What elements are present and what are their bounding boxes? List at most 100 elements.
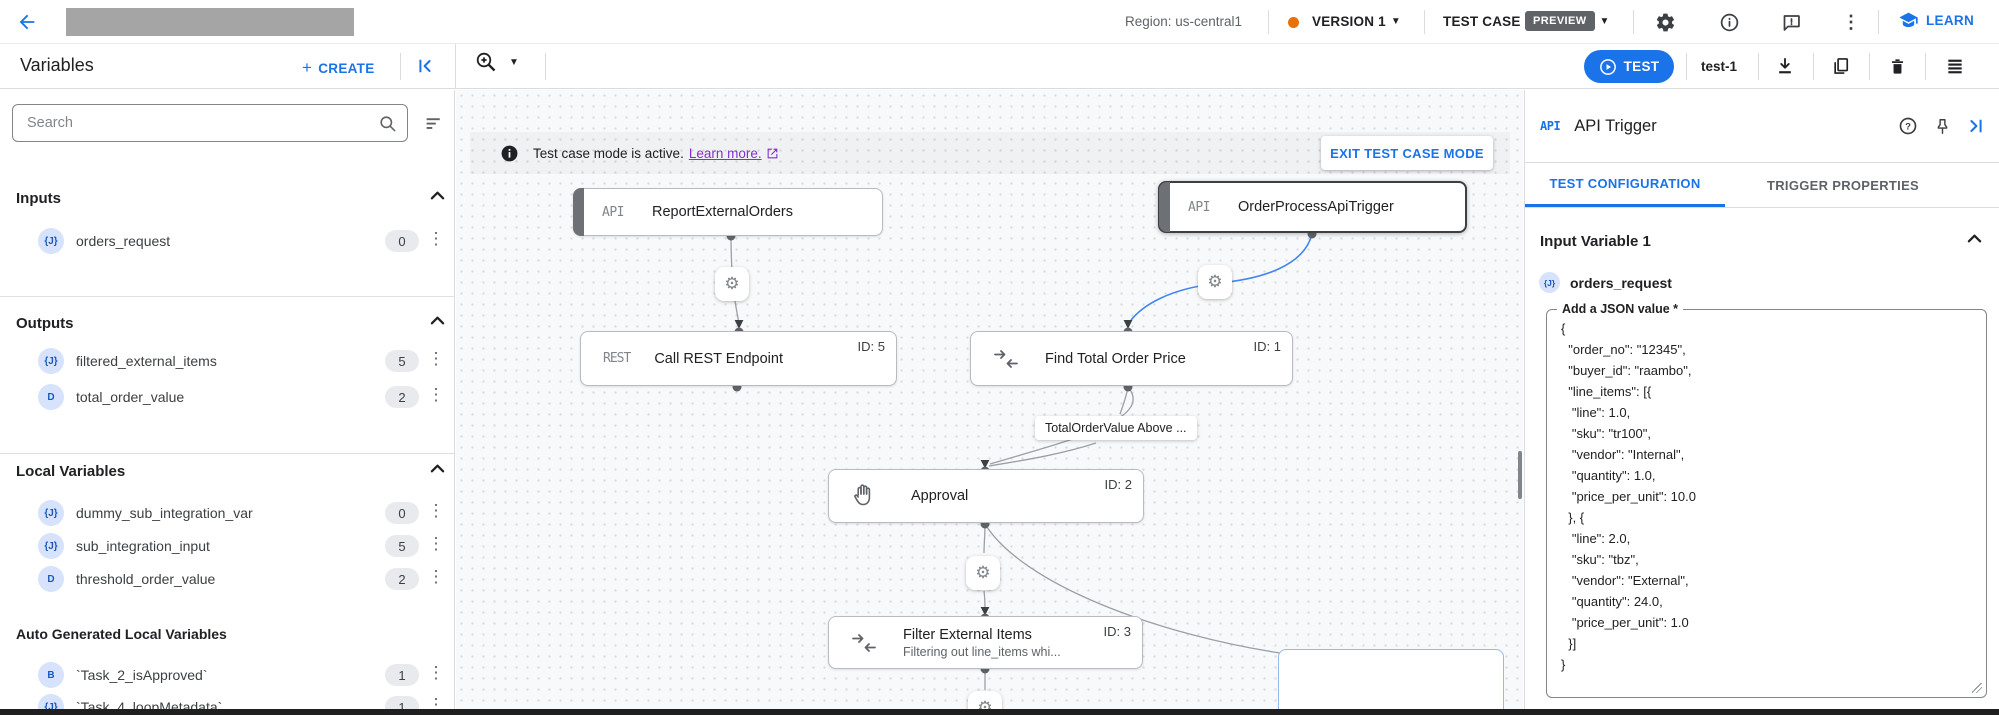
node-find-total-order-price[interactable]: Find Total Order Price ID: 1: [970, 331, 1293, 386]
exit-test-case-mode-button[interactable]: EXIT TEST CASE MODE: [1321, 136, 1493, 170]
rest-task-type-label: REST: [603, 351, 631, 366]
usage-count-badge: 5: [385, 350, 419, 372]
preview-dropdown[interactable]: PREVIEW ▼: [1525, 11, 1609, 31]
variable-row[interactable]: {J} sub_integration_input 5 ⋮: [0, 531, 455, 561]
approval-hand-icon: [851, 483, 875, 509]
svg-text:?: ?: [1905, 122, 1911, 133]
task-subtitle: Filtering out line_items whi...: [903, 644, 1061, 659]
more-options-kebab-icon[interactable]: ⋮: [1842, 11, 1860, 32]
window-bottom-edge: [0, 709, 1999, 715]
chevron-up-icon[interactable]: [1967, 233, 1982, 243]
double-type-icon: D: [38, 566, 64, 592]
row-kebab-icon[interactable]: ⋮: [427, 663, 445, 682]
help-icon[interactable]: ?: [1891, 109, 1925, 143]
search-input[interactable]: [27, 115, 378, 131]
api-type-badge: API: [1540, 119, 1561, 133]
test-button[interactable]: TEST: [1584, 50, 1674, 83]
boolean-type-icon: B: [38, 662, 64, 688]
graduation-cap-icon: [1898, 10, 1919, 31]
chevron-up-icon[interactable]: [430, 463, 445, 473]
variable-row[interactable]: {J} dummy_sub_integration_var 0 ⋮: [0, 498, 455, 528]
tab-trigger-properties[interactable]: TRIGGER PROPERTIES: [1766, 177, 1920, 193]
task-id-label: ID: 5: [857, 339, 885, 354]
node-report-external-orders[interactable]: API ReportExternalOrders: [573, 188, 883, 236]
row-kebab-icon[interactable]: ⋮: [427, 229, 445, 248]
usage-count-badge: 0: [385, 230, 419, 252]
row-kebab-icon[interactable]: ⋮: [427, 349, 445, 368]
pin-icon[interactable]: [1925, 109, 1959, 143]
edge-settings-gear-icon[interactable]: ⚙: [966, 556, 1000, 590]
task-id-label: ID: 3: [1103, 624, 1131, 639]
back-arrow-icon[interactable]: [16, 11, 38, 33]
info-icon[interactable]: [1712, 5, 1746, 39]
test-case-label: TEST CASE: [1443, 14, 1521, 29]
chevron-up-icon[interactable]: [430, 315, 445, 325]
variable-row[interactable]: {J} filtered_external_items 5 ⋮: [0, 346, 455, 376]
chevron-down-icon: ▼: [1390, 16, 1401, 27]
edge-condition-label[interactable]: TotalOrderValue Above ...: [1035, 416, 1197, 440]
edge-settings-gear-icon[interactable]: ⚙: [715, 267, 749, 301]
row-kebab-icon[interactable]: ⋮: [427, 501, 445, 520]
api-trigger-config-panel: API API Trigger ? TEST CONFIGURATION TRI…: [1524, 90, 1999, 715]
version-status-dot: [1288, 17, 1299, 28]
usage-count-badge: 2: [385, 386, 419, 408]
create-variable-button[interactable]: + CREATE: [302, 58, 375, 77]
json-value-textarea[interactable]: { "order_no": "12345", "buyer_id": "raam…: [1561, 321, 1696, 672]
node-order-process-api-trigger[interactable]: API OrderProcessApiTrigger: [1158, 181, 1467, 233]
feedback-icon[interactable]: [1774, 5, 1808, 39]
node-filter-external-items[interactable]: Filter External Items Filtering out line…: [828, 616, 1143, 669]
json-type-icon: {J}: [38, 500, 64, 526]
execution-logs-icon[interactable]: [1938, 49, 1972, 83]
api-trigger-type-label: API: [1188, 199, 1210, 215]
input-variable-section-title: Input Variable 1: [1540, 233, 1651, 250]
search-icon[interactable]: [378, 114, 397, 133]
canvas-scrollbar-thumb[interactable]: [1518, 451, 1522, 499]
tab-test-configuration[interactable]: TEST CONFIGURATION: [1525, 163, 1725, 207]
variable-row[interactable]: D total_order_value 2 ⋮: [0, 382, 455, 412]
collapse-panel-right-icon[interactable]: [1959, 109, 1993, 143]
test-mode-banner: Test case mode is active. Learn more. EX…: [470, 132, 1510, 174]
usage-count-badge: 5: [385, 535, 419, 557]
row-kebab-icon[interactable]: ⋮: [427, 534, 445, 553]
variable-row[interactable]: {J} orders_request 0 ⋮: [0, 226, 455, 256]
workflow-canvas[interactable]: Test case mode is active. Learn more. EX…: [456, 90, 1523, 715]
variable-row[interactable]: B `Task_2_isApproved` 1 ⋮: [0, 660, 455, 690]
panel-tabs: TEST CONFIGURATION TRIGGER PROPERTIES: [1525, 163, 1999, 208]
download-icon[interactable]: [1768, 49, 1802, 83]
info-filled-icon: [500, 144, 519, 163]
json-type-icon: {J}: [1539, 272, 1560, 293]
variable-row[interactable]: D threshold_order_value 2 ⋮: [0, 564, 455, 594]
textarea-resize-handle[interactable]: [1972, 683, 1982, 693]
node-placeholder-partial[interactable]: [1278, 649, 1504, 715]
panel-header: API API Trigger ?: [1525, 90, 1999, 163]
filter-sort-icon[interactable]: [424, 113, 445, 134]
app-bar: Region: us-central1 VERSION 1 ▼ TEST CAS…: [0, 0, 1999, 44]
duplicate-copy-icon[interactable]: [1824, 49, 1858, 83]
row-kebab-icon[interactable]: ⋮: [427, 385, 445, 404]
data-mapping-merge-icon: [993, 349, 1019, 369]
edge-settings-gear-icon[interactable]: ⚙: [1198, 265, 1232, 299]
api-trigger-type-label: API: [602, 204, 624, 220]
zoom-in-magnifier-icon: [474, 50, 498, 74]
usage-count-badge: 2: [385, 568, 419, 590]
delete-trash-icon[interactable]: [1880, 49, 1914, 83]
section-header-auto-generated: Auto Generated Local Variables: [16, 626, 227, 642]
page-title: Variables: [20, 55, 94, 75]
zoom-dropdown[interactable]: ▼: [474, 50, 519, 74]
learn-link[interactable]: LEARN: [1898, 10, 1974, 31]
test-case-name[interactable]: test-1: [1701, 59, 1738, 74]
row-kebab-icon[interactable]: ⋮: [427, 567, 445, 586]
double-type-icon: D: [38, 384, 64, 410]
redacted-title-block: [66, 8, 354, 36]
usage-count-badge: 0: [385, 502, 419, 524]
chevron-up-icon[interactable]: [430, 190, 445, 200]
search-box: [12, 104, 408, 142]
collapse-panel-left-icon[interactable]: [408, 49, 442, 83]
learn-more-link[interactable]: Learn more.: [688, 145, 762, 161]
version-dropdown[interactable]: VERSION 1 ▼: [1312, 14, 1401, 29]
node-approval[interactable]: Approval ID: 2: [828, 469, 1144, 523]
node-call-rest-endpoint[interactable]: REST Call REST Endpoint ID: 5: [580, 331, 897, 386]
chevron-down-icon: ▼: [1599, 15, 1610, 27]
settings-gear-icon[interactable]: [1648, 5, 1682, 39]
